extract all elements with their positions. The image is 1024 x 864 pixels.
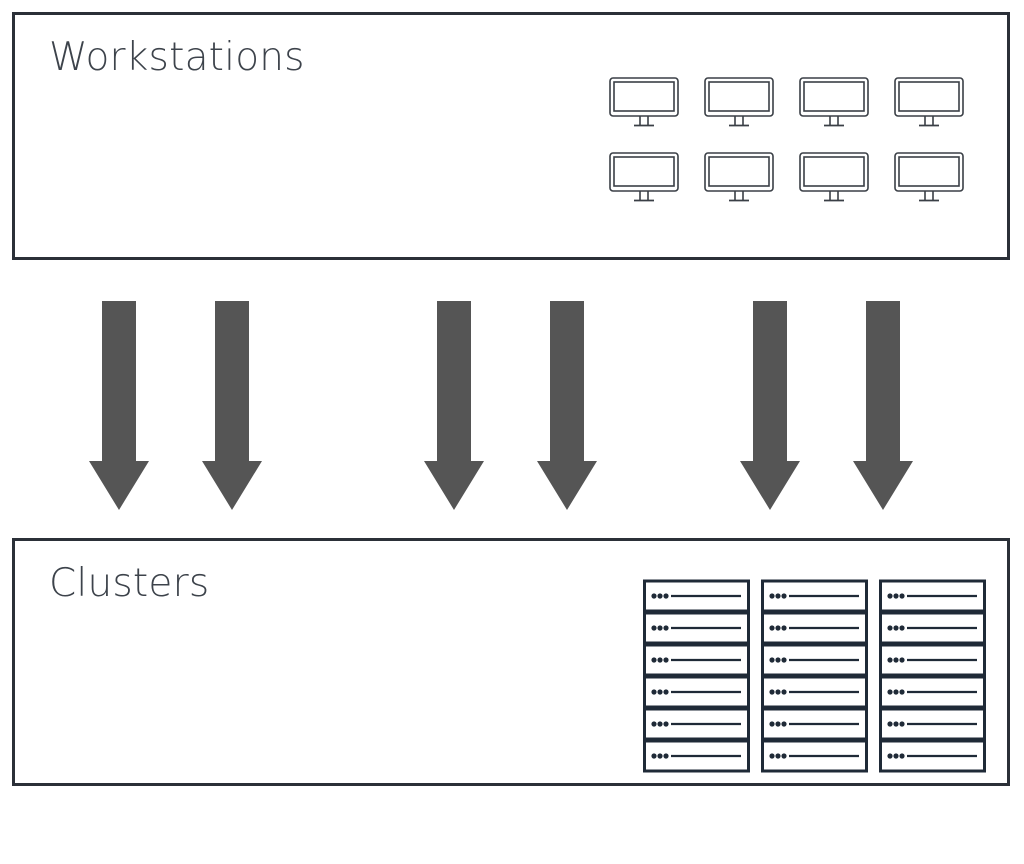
server-rack-icon xyxy=(643,579,750,773)
monitor-icon xyxy=(799,77,869,127)
workstations-panel: Workstations xyxy=(12,12,1010,260)
monitor-grid xyxy=(609,77,971,207)
clusters-panel: Clusters xyxy=(12,538,1010,786)
arrow-down-icon xyxy=(89,301,149,510)
server-rack-icon xyxy=(879,579,986,773)
monitor-icon xyxy=(704,77,774,127)
monitor-icon xyxy=(894,152,964,202)
monitor-icon xyxy=(799,152,869,202)
arrow-down-icon xyxy=(202,301,262,510)
monitor-icon xyxy=(609,152,679,202)
monitor-icon xyxy=(894,77,964,127)
arrow-down-icon xyxy=(740,301,800,510)
arrow-down-icon xyxy=(853,301,913,510)
arrow-down-icon xyxy=(424,301,484,510)
arrow-down-icon xyxy=(537,301,597,510)
monitor-icon xyxy=(609,77,679,127)
workstations-title: Workstations xyxy=(49,35,305,80)
server-rack-icon xyxy=(761,579,868,773)
clusters-title: Clusters xyxy=(49,561,210,606)
monitor-icon xyxy=(704,152,774,202)
